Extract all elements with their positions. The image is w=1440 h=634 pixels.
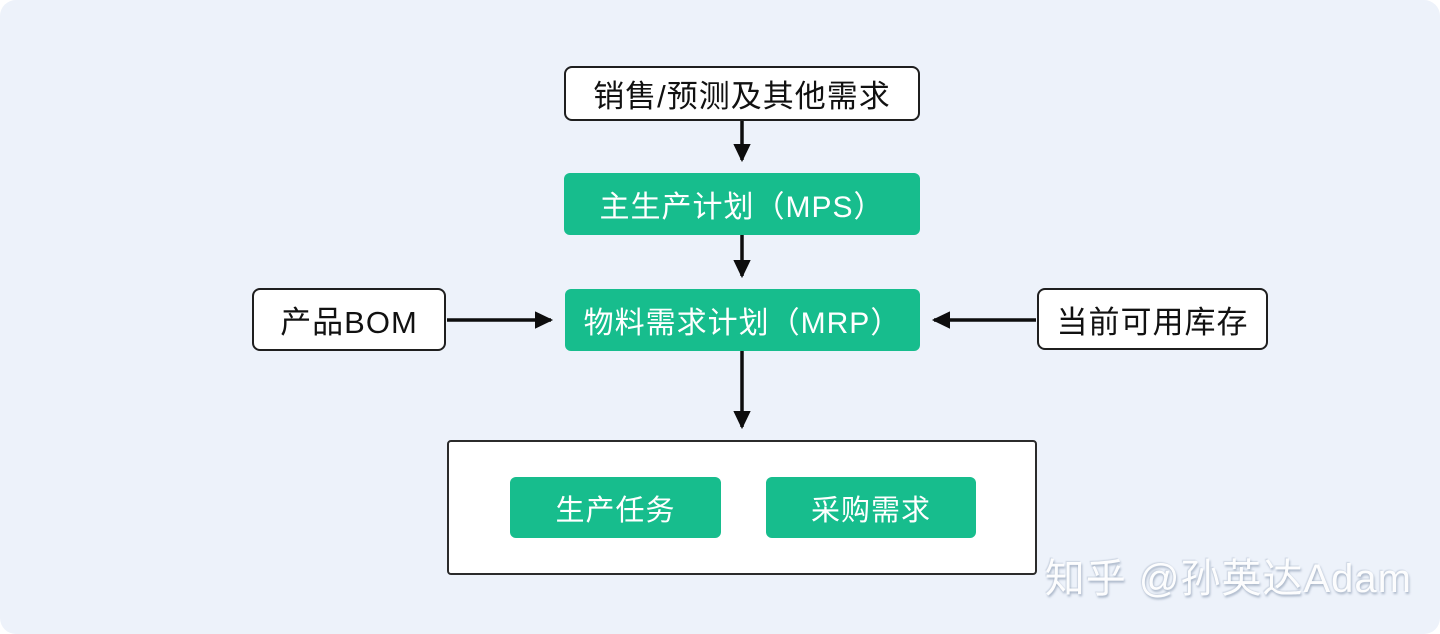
node-purchase-demand: 采购需求 (766, 477, 976, 538)
node-sales-forecast-demand: 销售/预测及其他需求 (564, 66, 920, 121)
node-available-inventory: 当前可用库存 (1037, 288, 1268, 350)
node-production-task: 生产任务 (510, 477, 721, 538)
node-material-requirements-planning: 物料需求计划（MRP） (565, 289, 920, 351)
zhihu-watermark: 知乎 @孙英达Adam (1044, 557, 1412, 601)
node-master-production-schedule: 主生产计划（MPS） (564, 173, 920, 235)
node-product-bom: 产品BOM (252, 288, 446, 351)
